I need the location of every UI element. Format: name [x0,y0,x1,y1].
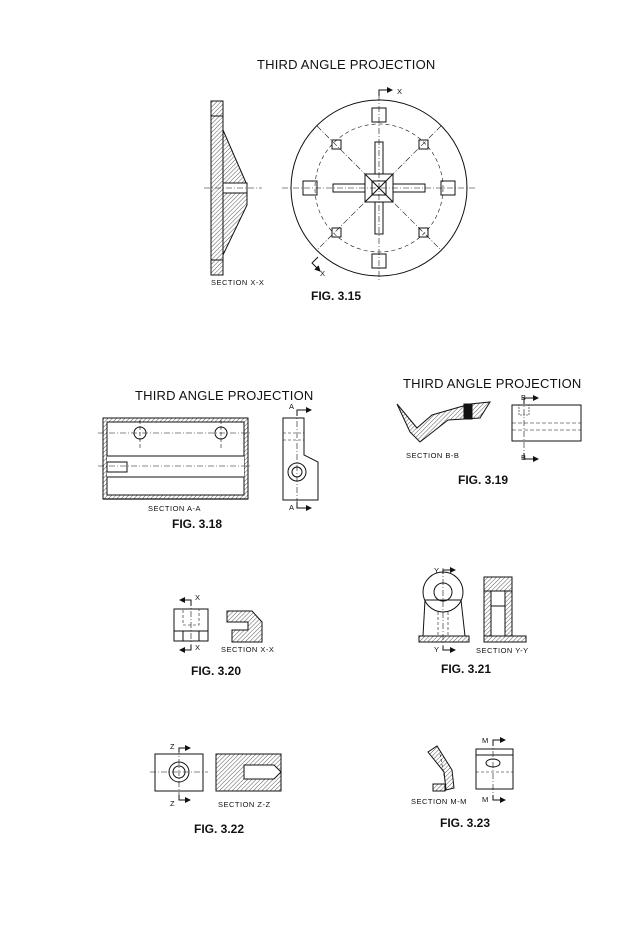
fig-3-23-bent-rod-section [427,745,455,792]
section-label-3-22: SECTION Z-Z [218,800,271,809]
cut-letter-x-bottom: X [320,269,326,278]
caption-fig-3-18: FIG. 3.18 [172,517,223,531]
fig-3-15-section-view [204,100,262,276]
section-label-3-18: SECTION A-A [148,504,202,513]
cut-letter-x-top: X [397,87,403,96]
caption-fig-3-22: FIG. 3.22 [194,822,245,836]
cut-letter-y-top: Y [434,566,440,575]
heading-fig-3-19: THIRD ANGLE PROJECTION [403,376,582,391]
section-label-3-15: SECTION X-X [211,278,265,287]
fig-3-20-front-view [173,597,209,653]
cut-letter-m-top: M [482,736,489,745]
caption-fig-3-23: FIG. 3.23 [440,816,491,830]
section-label-3-23: SECTION M-M [411,797,467,806]
cut-letter-x-320-bottom: X [195,643,201,652]
caption-fig-3-15: FIG. 3.15 [311,289,362,303]
section-label-3-20: SECTION X-X [221,645,275,654]
fig-3-21-section-view [483,576,527,643]
caption-fig-3-19: FIG. 3.19 [458,473,509,487]
section-label-3-21: SECTION Y-Y [476,646,529,655]
fig-3-19-bent-strip-section [396,401,491,443]
fig-3-21-front-view [418,567,470,653]
fig-3-23-side-view [475,737,514,803]
fig-3-15-circular-flange [282,87,476,281]
section-label-3-19: SECTION B-B [406,451,460,460]
fig-3-20-section-view [226,610,263,643]
cut-letter-z-bottom: Z [170,799,175,808]
fig-3-18-sectional-front [98,417,252,500]
fig-3-19-side-view [511,395,582,462]
caption-fig-3-20: FIG. 3.20 [191,664,242,678]
cut-letter-y-bottom: Y [434,645,440,654]
caption-fig-3-21: FIG. 3.21 [441,662,492,676]
heading-fig-3-18: THIRD ANGLE PROJECTION [135,388,314,403]
fig-3-22-section-view [215,753,282,792]
cut-letter-a-bottom: A [289,503,295,512]
cut-letter-a-top: A [289,402,295,411]
fig-3-22-front-view [150,745,208,803]
cut-letter-m-bottom: M [482,795,489,804]
cut-letter-x-320-top: X [195,593,201,602]
heading-fig-3-15: THIRD ANGLE PROJECTION [257,57,436,72]
fig-3-18-side-view [282,407,319,511]
cut-letter-z-top: Z [170,742,175,751]
